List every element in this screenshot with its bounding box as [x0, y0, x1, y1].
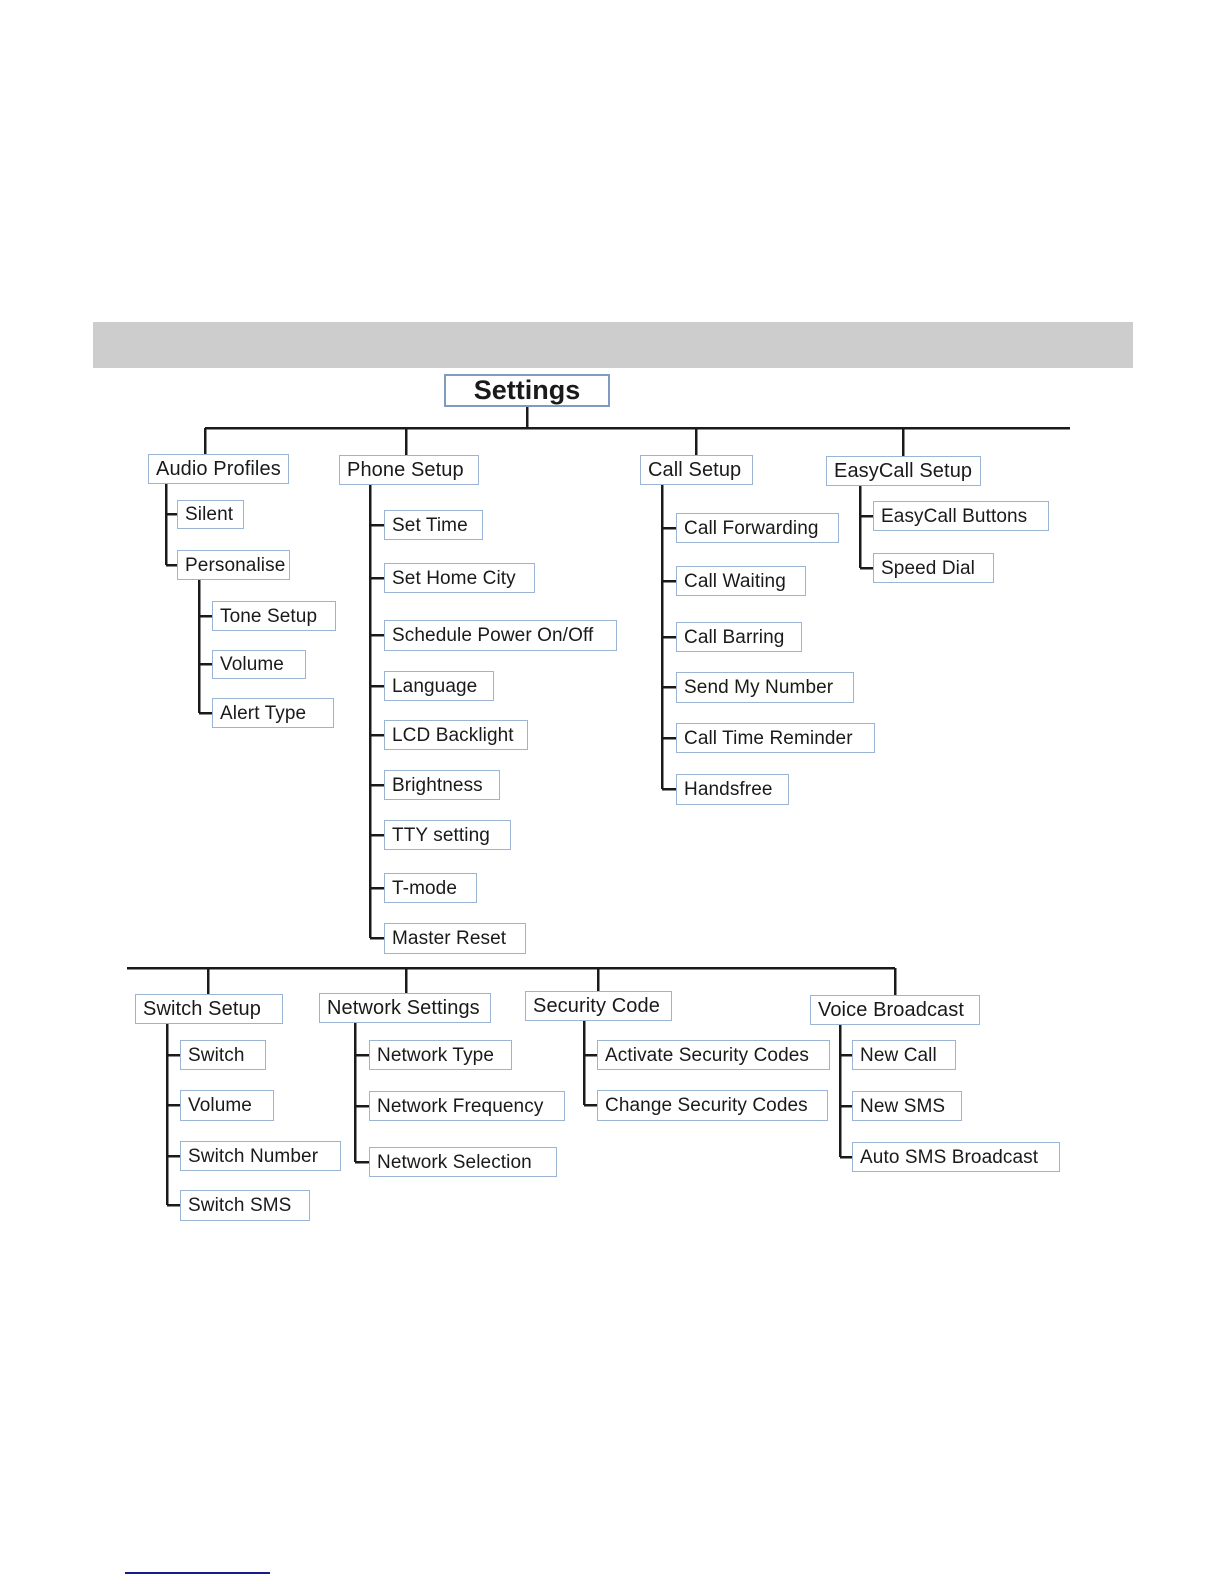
node-audio-volume[interactable]: Volume — [212, 650, 306, 679]
header-band — [93, 322, 1133, 368]
node-set-time[interactable]: Set Time — [384, 510, 483, 540]
node-easycall-buttons[interactable]: EasyCall Buttons — [873, 501, 1049, 531]
node-label: Volume — [220, 654, 284, 675]
node-switch-setup[interactable]: Switch Setup — [135, 994, 283, 1024]
node-brightness[interactable]: Brightness — [384, 770, 500, 800]
node-send-my-number[interactable]: Send My Number — [676, 672, 854, 703]
node-label: Schedule Power On/Off — [392, 625, 594, 646]
node-switch-sms[interactable]: Switch SMS — [180, 1190, 310, 1221]
node-new-sms[interactable]: New SMS — [852, 1091, 962, 1121]
node-personalise[interactable]: Personalise — [177, 550, 290, 580]
node-label: Tone Setup — [220, 605, 318, 627]
node-label: Handsfree — [684, 779, 773, 800]
node-audio-profiles[interactable]: Audio Profiles — [148, 454, 289, 484]
node-label: EasyCall Buttons — [881, 505, 1028, 527]
node-label: EasyCall Setup — [834, 460, 973, 482]
node-easycall-setup[interactable]: EasyCall Setup — [826, 456, 981, 486]
node-label: Network Type — [377, 1044, 495, 1066]
node-call-forwarding[interactable]: Call Forwarding — [676, 513, 839, 543]
node-label: Settings — [473, 375, 581, 405]
node-change-security-codes[interactable]: Change Security Codes — [597, 1090, 828, 1121]
node-call-barring[interactable]: Call Barring — [676, 622, 802, 652]
node-label: Call Forwarding — [684, 517, 819, 539]
node-label: Alert Type — [220, 702, 307, 724]
node-phone-setup[interactable]: Phone Setup — [339, 455, 479, 485]
node-master-reset[interactable]: Master Reset — [384, 923, 526, 954]
node-network-selection[interactable]: Network Selection — [369, 1147, 557, 1177]
node-label: Security Code — [533, 995, 660, 1017]
node-schedule-power-on-off[interactable]: Schedule Power On/Off — [384, 620, 617, 651]
node-label: Phone Setup — [347, 459, 464, 481]
node-label: Silent — [185, 504, 234, 525]
node-network-settings[interactable]: Network Settings — [319, 993, 491, 1023]
node-new-call[interactable]: New Call — [852, 1040, 956, 1070]
node-t-mode[interactable]: T-mode — [384, 873, 477, 903]
node-network-frequency[interactable]: Network Frequency — [369, 1091, 565, 1121]
node-lcd-backlight[interactable]: LCD Backlight — [384, 720, 528, 750]
node-label: Speed Dial — [881, 557, 975, 579]
node-label: Call Waiting — [684, 570, 786, 592]
node-switch-volume[interactable]: Volume — [180, 1090, 274, 1121]
node-label: Personalise — [185, 554, 286, 576]
node-label: Auto SMS Broadcast — [860, 1146, 1039, 1168]
footer-rule — [125, 1572, 270, 1574]
node-call-setup[interactable]: Call Setup — [640, 455, 753, 485]
node-tty-setting[interactable]: TTY setting — [384, 820, 511, 850]
node-silent[interactable]: Silent — [177, 500, 244, 529]
node-label: TTY setting — [392, 824, 490, 846]
node-label: LCD Backlight — [392, 724, 514, 746]
node-label: T-mode — [392, 877, 458, 899]
node-switch[interactable]: Switch — [180, 1040, 266, 1070]
node-label: Audio Profiles — [156, 458, 281, 480]
node-label: Call Time Reminder — [684, 727, 853, 749]
node-label: Network Frequency — [377, 1095, 544, 1117]
node-call-time-reminder[interactable]: Call Time Reminder — [676, 723, 875, 753]
node-label: Activate Security Codes — [605, 1044, 809, 1066]
node-label: Network Selection — [377, 1151, 532, 1173]
node-speed-dial[interactable]: Speed Dial — [873, 553, 994, 583]
node-label: Set Home City — [392, 567, 516, 589]
node-label: Switch SMS — [188, 1195, 292, 1216]
node-label: Brightness — [392, 774, 483, 796]
node-activate-security-codes[interactable]: Activate Security Codes — [597, 1040, 830, 1070]
node-label: Switch Setup — [143, 998, 261, 1020]
node-label: Network Settings — [327, 997, 480, 1019]
node-network-type[interactable]: Network Type — [369, 1040, 512, 1070]
node-label: Send My Number — [684, 677, 834, 698]
node-voice-broadcast[interactable]: Voice Broadcast — [810, 995, 980, 1025]
node-label: New Call — [860, 1044, 937, 1066]
node-label: Language — [392, 675, 478, 697]
node-label: Call Setup — [648, 459, 742, 481]
node-label: Switch — [188, 1044, 245, 1066]
node-switch-number[interactable]: Switch Number — [180, 1141, 341, 1171]
node-auto-sms-broadcast[interactable]: Auto SMS Broadcast — [852, 1142, 1060, 1172]
node-label: Voice Broadcast — [818, 999, 965, 1021]
node-label: Call Barring — [684, 626, 785, 648]
node-alert-type[interactable]: Alert Type — [212, 698, 334, 728]
node-label: Switch Number — [188, 1145, 319, 1167]
node-label: Set Time — [392, 514, 468, 536]
node-label: Master Reset — [392, 928, 507, 949]
node-label: Volume — [188, 1095, 252, 1116]
node-language[interactable]: Language — [384, 671, 494, 701]
node-set-home-city[interactable]: Set Home City — [384, 563, 535, 593]
node-label: Change Security Codes — [605, 1095, 808, 1116]
node-settings-root[interactable]: Settings — [444, 374, 610, 407]
node-tone-setup[interactable]: Tone Setup — [212, 601, 336, 631]
node-call-waiting[interactable]: Call Waiting — [676, 566, 806, 596]
node-security-code[interactable]: Security Code — [525, 991, 672, 1021]
node-handsfree[interactable]: Handsfree — [676, 774, 789, 805]
node-label: New SMS — [860, 1095, 946, 1117]
